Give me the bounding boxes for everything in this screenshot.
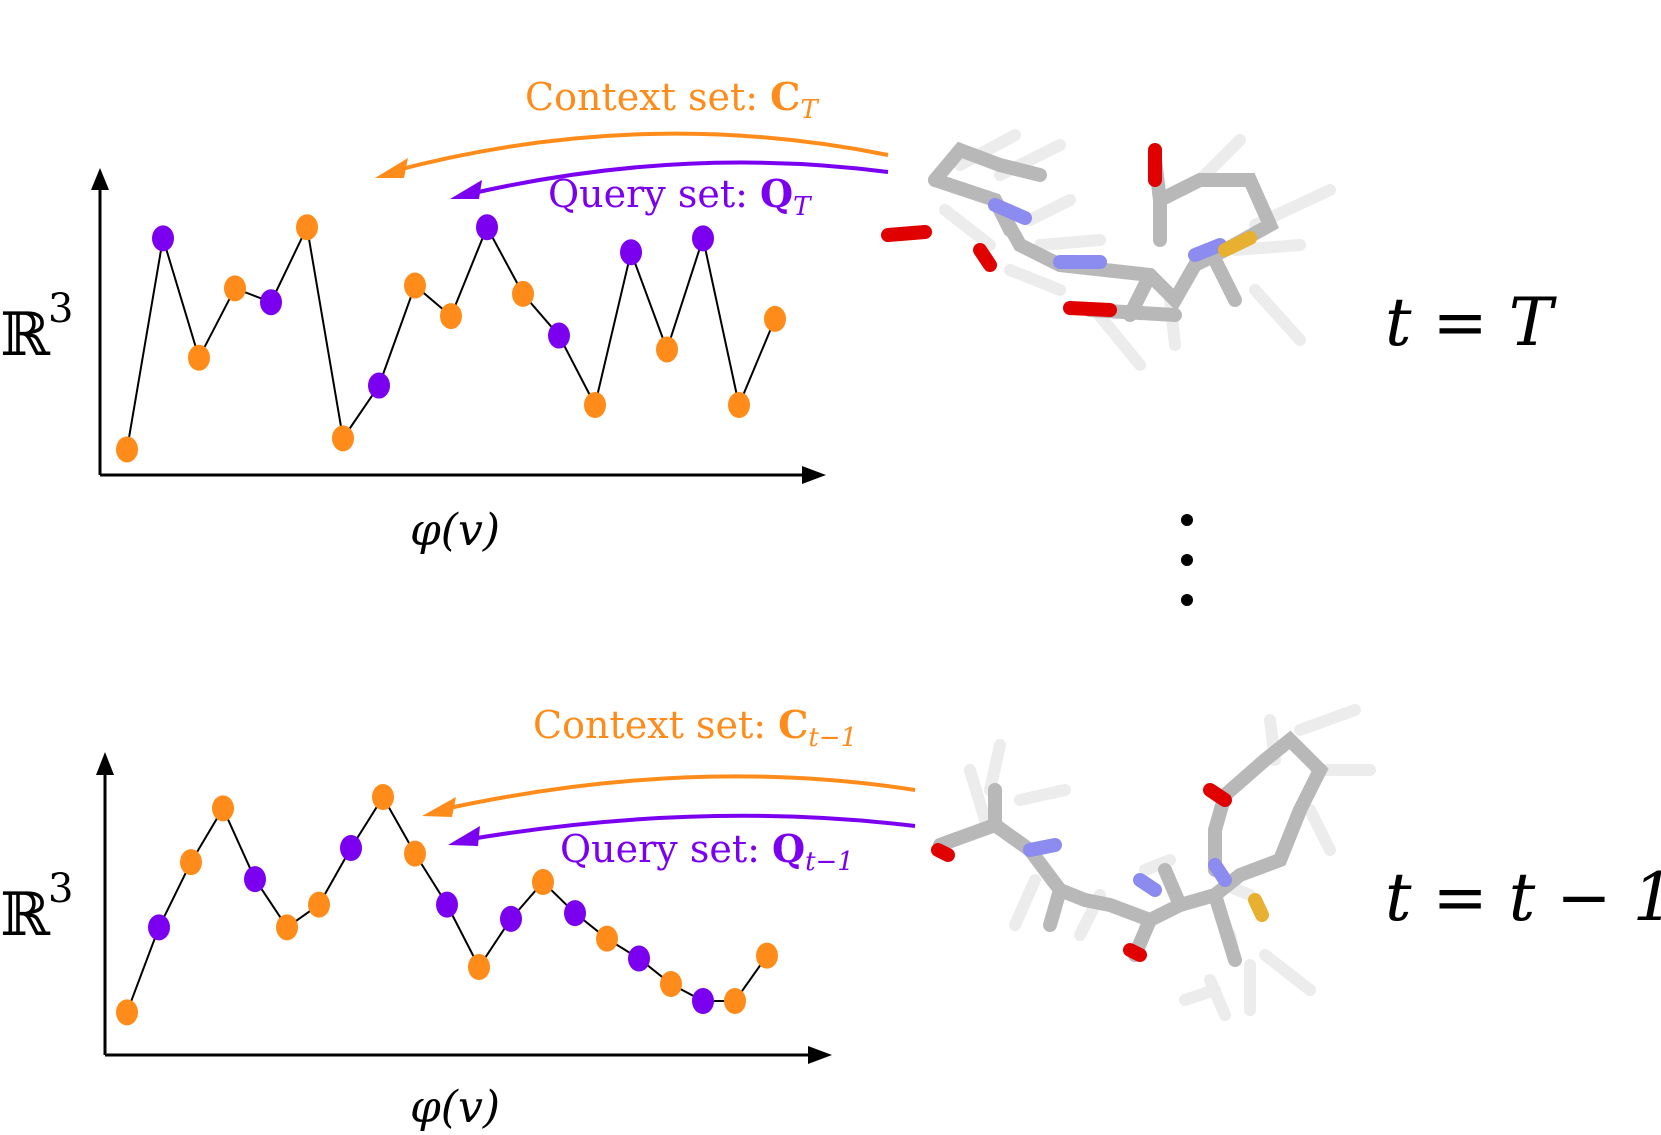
top-context-label: Context set: CT [525, 74, 819, 125]
bottom-time-label: t = t − 1 [1385, 859, 1661, 936]
context-point [276, 914, 298, 941]
bottom-query-label: Query set: Qt−1 [560, 826, 854, 877]
bottom-query-arrowhead [448, 826, 480, 846]
context-point [512, 280, 534, 307]
bottom-x-axis-arrowhead [808, 1046, 832, 1064]
context-point [532, 869, 554, 895]
context-point [296, 214, 318, 241]
bottom-molecule-image [931, 704, 1376, 1021]
context-point [596, 925, 618, 952]
context-point [404, 840, 426, 867]
bottom-context-label: Context set: Ct−1 [533, 702, 857, 753]
query-point [148, 914, 170, 941]
query-point [564, 900, 586, 927]
top-time-label: t = T [1385, 284, 1558, 361]
top-panel: ℝ 3 φ(v) Context set: CT Query set: QT t… [0, 74, 1558, 556]
bottom-context-arrowhead [422, 797, 456, 817]
top-axes [91, 168, 826, 484]
top-yaxis-exponent: 3 [48, 286, 73, 332]
context-point [584, 392, 606, 418]
ellipsis-dot [1181, 554, 1193, 566]
query-point [340, 835, 362, 861]
context-point [116, 436, 138, 463]
top-x-axis-arrowhead [802, 466, 826, 484]
top-y-axis-arrowhead [91, 168, 109, 190]
context-point [180, 849, 202, 876]
context-point [332, 425, 354, 452]
context-point [308, 891, 330, 918]
top-context-arrowhead [375, 158, 408, 178]
top-yaxis-symbol: ℝ [0, 300, 51, 370]
query-point [628, 945, 650, 972]
context-point [224, 275, 246, 302]
top-xaxis-label: φ(v) [410, 505, 500, 556]
top-query-label: Query set: QT [548, 171, 812, 222]
ellipsis-dot [1181, 514, 1193, 526]
bottom-y-axis-arrowhead [96, 752, 114, 775]
query-point [152, 225, 174, 252]
context-point [468, 954, 490, 980]
top-points [116, 214, 786, 463]
context-point [728, 392, 750, 418]
query-point [548, 322, 570, 349]
query-point [620, 239, 642, 266]
ellipsis [1181, 514, 1193, 606]
bottom-panel: ℝ 3 φ(v) Context set: Ct−1 Query set: Qt… [0, 702, 1661, 1133]
context-point [188, 344, 210, 371]
bottom-xaxis-label: φ(v) [410, 1082, 500, 1133]
query-point [368, 372, 390, 399]
top-context-arrow [389, 131, 889, 174]
context-point [404, 272, 426, 299]
context-point [372, 784, 394, 810]
top-molecule-image [881, 129, 1336, 371]
series-line [126, 223, 776, 450]
bottom-context-arrow [439, 774, 916, 812]
query-point [476, 214, 498, 241]
context-point [756, 942, 778, 969]
query-point [260, 289, 282, 316]
top-series-line [126, 223, 776, 450]
bottom-yaxis-exponent: 3 [48, 866, 73, 912]
query-point [692, 988, 714, 1014]
ellipsis-dot [1181, 594, 1193, 606]
context-point [656, 336, 678, 363]
context-point [660, 971, 682, 997]
bottom-yaxis-symbol: ℝ [0, 880, 51, 950]
top-query-arrowhead [450, 180, 482, 199]
context-point [764, 305, 786, 332]
bottom-query-arrow [464, 813, 916, 842]
context-point [212, 795, 234, 822]
query-point [436, 891, 458, 918]
query-point [244, 866, 266, 893]
context-point [724, 988, 746, 1014]
bottom-points [116, 784, 778, 1026]
query-point [500, 905, 522, 932]
top-query-arrow [464, 160, 889, 197]
context-point [116, 999, 138, 1026]
query-point [692, 225, 714, 252]
context-point [440, 303, 462, 330]
bottom-axes [96, 752, 832, 1064]
